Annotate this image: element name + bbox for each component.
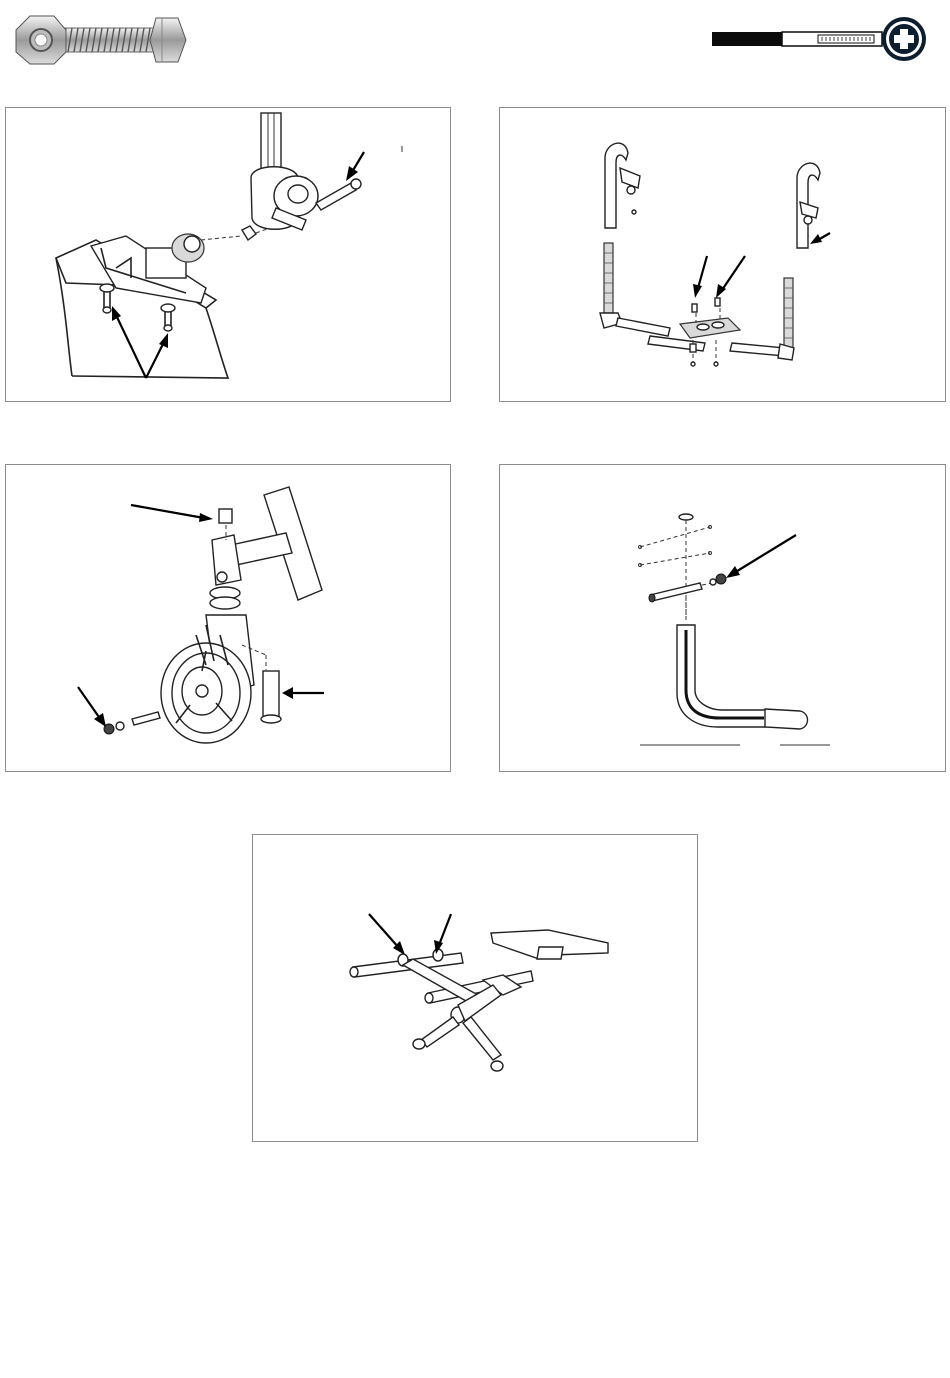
caster-wheel-diagram	[6, 465, 450, 771]
cross-brace-diagram	[253, 835, 697, 1141]
figure-footrest-bracket	[5, 107, 451, 402]
figure-caster-fork	[5, 464, 451, 772]
armrest-tube-diagram	[500, 465, 945, 771]
scale-bar-icon	[710, 14, 942, 64]
figure-cross-brace	[252, 834, 698, 1142]
backrest-frame-diagram	[500, 108, 945, 401]
figure-backrest-frame	[499, 107, 946, 402]
medical-cross-icon	[882, 17, 926, 61]
footrest-bracket-diagram	[6, 108, 450, 401]
figure-armrest-tube	[499, 464, 946, 772]
nut-and-bolt-icon	[10, 12, 190, 68]
